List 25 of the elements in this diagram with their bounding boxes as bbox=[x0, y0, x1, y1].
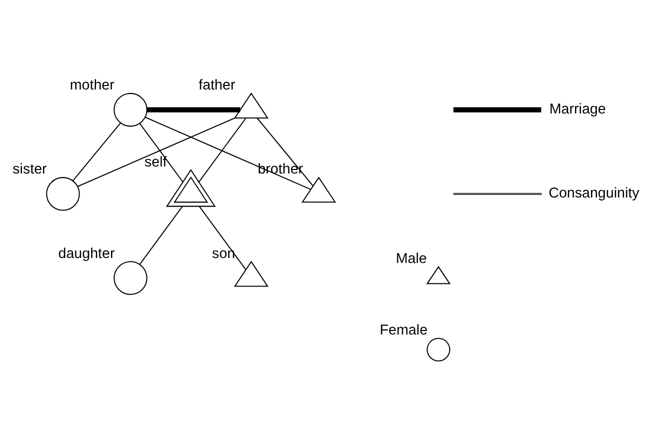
connector bbox=[77, 118, 236, 187]
legend-label: Consanguinity bbox=[548, 186, 640, 202]
connector bbox=[198, 118, 246, 182]
node-label: father bbox=[198, 78, 236, 94]
node-circle bbox=[114, 261, 148, 295]
node-label: sister bbox=[12, 162, 47, 178]
connector bbox=[72, 122, 121, 182]
node-triangle bbox=[301, 176, 336, 203]
connector bbox=[140, 123, 184, 182]
legend-label: Female bbox=[380, 322, 428, 339]
node-label: mother bbox=[70, 78, 114, 94]
node-label: son bbox=[212, 246, 236, 262]
legend-label: Marriage bbox=[549, 102, 606, 118]
node-triangle bbox=[166, 169, 216, 207]
node-circle bbox=[114, 92, 148, 127]
node-label: self bbox=[144, 154, 167, 170]
node-triangle bbox=[234, 260, 269, 287]
legend-label: Male bbox=[396, 250, 427, 267]
node-label: daughter bbox=[58, 246, 115, 262]
node-triangle bbox=[234, 92, 269, 118]
connector bbox=[198, 206, 246, 270]
node-circle bbox=[46, 177, 80, 211]
connector bbox=[145, 116, 311, 190]
connector bbox=[147, 107, 240, 112]
connector bbox=[139, 206, 183, 265]
